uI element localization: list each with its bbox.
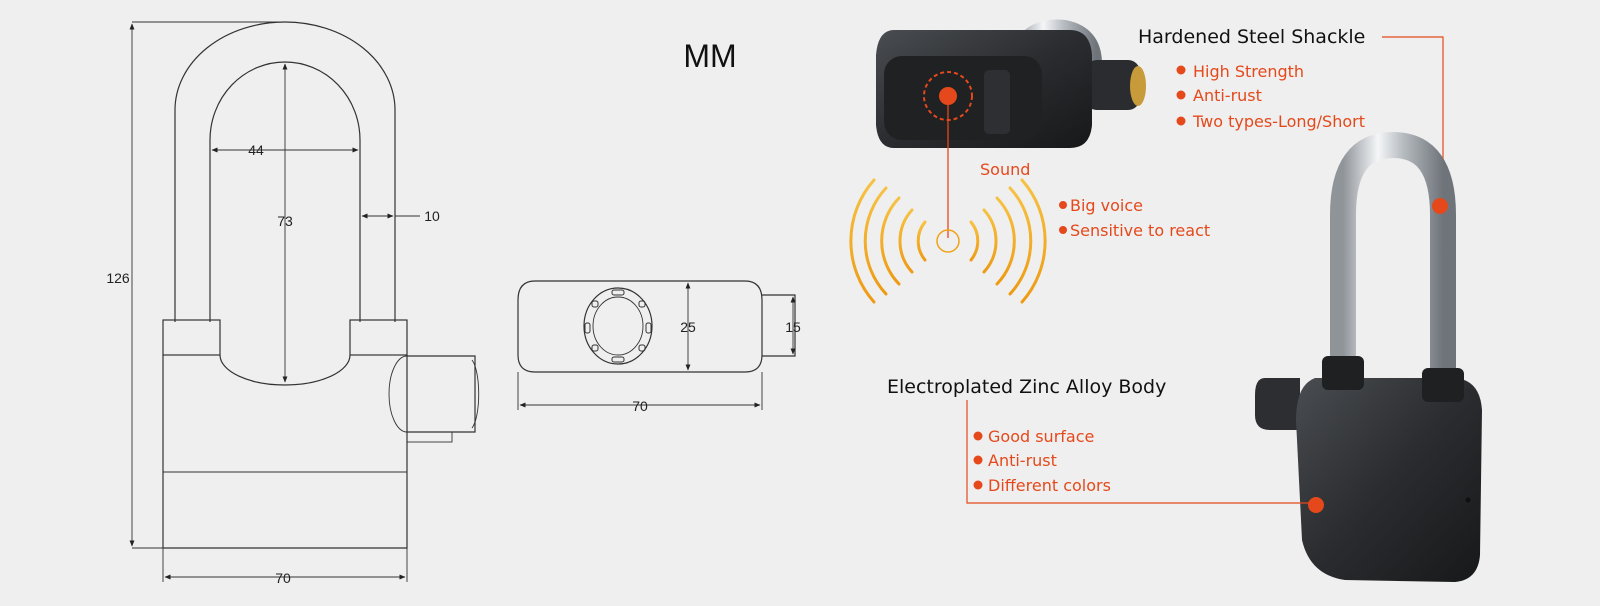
lock-body-outline [162, 355, 408, 549]
units-label: MM [683, 38, 736, 74]
shackle-bullet-2 [1176, 90, 1186, 100]
lock-top-photo [876, 19, 1146, 148]
dim-shackle-diameter-label: 10 [424, 208, 440, 224]
shackle-feature-list: High Strength Anti-rust Two types-Long/S… [1176, 62, 1365, 131]
photo-main-collar-right [1422, 368, 1464, 402]
body-bullet-3 [973, 480, 983, 490]
photo-main-shackle [1330, 131, 1456, 390]
top-view-body [517, 280, 763, 373]
shackle-item-1: High Strength [1193, 62, 1304, 81]
body-item-3: Different colors [988, 476, 1111, 495]
dim-inner-height-label: 73 [277, 213, 293, 229]
lock-main-photo [1255, 131, 1482, 582]
photo-top-slot [984, 70, 1010, 134]
dim-thickness-label: 25 [680, 319, 696, 335]
sound-item-1: Big voice [1070, 196, 1143, 215]
left-collar [162, 319, 221, 356]
photo-top-keyway [1130, 66, 1146, 106]
body-item-1: Good surface [988, 427, 1094, 446]
cylinder-curve [388, 355, 408, 433]
photo-main-cylinder [1255, 378, 1300, 430]
dim-inner-width-label: 44 [248, 142, 264, 158]
right-collar [349, 319, 408, 356]
sound-bullet-2 [1059, 226, 1067, 234]
shackle-inner-outline [209, 61, 361, 322]
body-feature-title: Electroplated Zinc Alloy Body [887, 376, 1166, 398]
shackle-item-2: Anti-rust [1193, 86, 1262, 105]
top-view-drawing: 25 15 70 [517, 280, 801, 414]
cylinder-face [471, 359, 480, 429]
body-highlight-dot [1308, 497, 1324, 513]
shackle-item-3: Two types-Long/Short [1192, 112, 1365, 131]
side-cylinder [407, 355, 476, 433]
photo-main-pinhole [1465, 497, 1471, 503]
body-feature-list: Good surface Anti-rust Different colors [973, 427, 1111, 495]
shackle-bullet-1 [1176, 65, 1186, 75]
body-item-2: Anti-rust [988, 451, 1057, 470]
body-bullet-2 [973, 455, 983, 465]
sound-waves-icon [849, 178, 1047, 304]
shackle-bullet-3 [1176, 116, 1186, 126]
shackle-highlight-dot [1432, 198, 1448, 214]
photo-main-collar-left [1322, 356, 1364, 390]
sound-label: Sound [980, 160, 1030, 179]
shackle-leader-line [1382, 36, 1444, 205]
dim-body-width-label: 70 [275, 570, 291, 586]
sound-bullet-1 [1059, 201, 1067, 209]
body-bullet-1 [973, 431, 983, 441]
speaker-vents [584, 289, 652, 363]
dim-total-height-label: 126 [106, 270, 130, 286]
front-view-drawing: 126 44 73 10 70 [106, 21, 480, 586]
shackle-feature-title: Hardened Steel Shackle [1138, 26, 1365, 48]
photo-top-cylinder [1085, 60, 1140, 110]
top-view-speaker-inner [592, 296, 644, 356]
photo-main-body [1296, 378, 1482, 582]
photo-top-face [884, 56, 1042, 140]
key-slot [406, 431, 453, 443]
sound-feature-list: Big voice Sensitive to react [1059, 196, 1210, 240]
sound-item-2: Sensitive to react [1070, 221, 1210, 240]
body-leader-line [966, 400, 1310, 504]
dim-top-width-label: 70 [632, 398, 648, 414]
top-view-speaker-ring [583, 287, 653, 365]
sound-highlight-dot [939, 87, 957, 105]
dim-cylinder-label: 15 [785, 319, 801, 335]
body-arch [219, 354, 351, 386]
